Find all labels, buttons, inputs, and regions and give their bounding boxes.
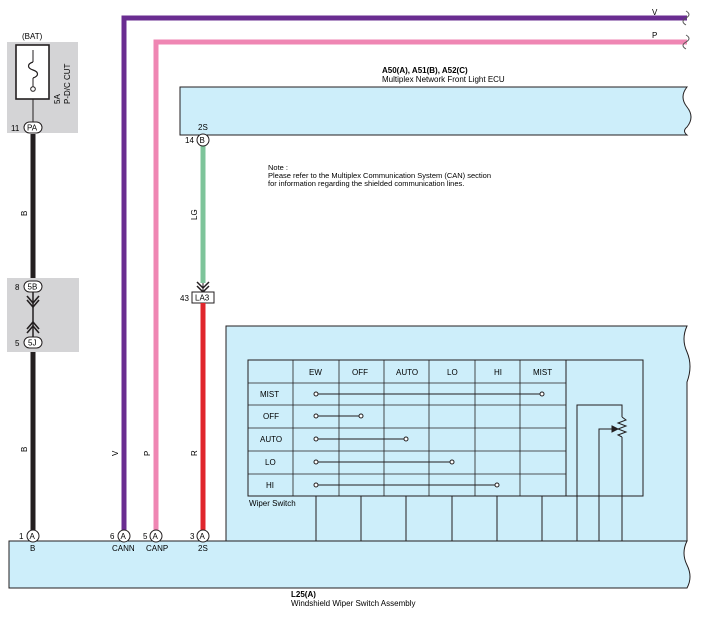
junction-5b: 5B 8 [15, 280, 43, 293]
continuity-marks [313, 391, 545, 488]
variable-resistor-icon [576, 404, 628, 500]
green-wire: LG [190, 146, 210, 294]
inline-connector-la3: LA3 43 [180, 291, 215, 304]
ecu-terminal-label: 2S [198, 123, 208, 132]
row-header-off: OFF [263, 412, 279, 421]
junction-5j: 5J 5 [15, 336, 43, 349]
pink-can-wire: P [153, 31, 690, 538]
battery-wire: B B [20, 99, 36, 536]
row-header-lo: LO [265, 458, 276, 467]
junction-connectors: 5B 8 5J 5 [7, 278, 79, 352]
front-light-ecu: A50(A), A51(B), A52(C) Multiplex Network… [179, 66, 692, 136]
switch-leads [315, 496, 623, 541]
fuse-icon [27, 61, 39, 79]
row-header-auto: AUTO [260, 435, 282, 444]
terminal-canp: A 5 CANP [143, 529, 168, 553]
fuse-connector-code: PA [27, 124, 38, 133]
col-header-off: OFF [352, 368, 368, 377]
la3-pin: 43 [180, 294, 189, 303]
junction-5b-pin: 8 [15, 283, 20, 292]
terminal-2s: A 3 2S [190, 529, 210, 553]
fuse-connector-pin: 11 [11, 124, 20, 133]
note-title: Note : [268, 163, 288, 172]
terminal-cann-connector: A [121, 532, 127, 541]
top-pink-label: P [652, 31, 657, 40]
col-header-hi: HI [494, 368, 502, 377]
fuse-supply-label: (BAT) [22, 32, 43, 41]
terminal-cann: A 6 CANN [110, 529, 135, 553]
terminal-2s-label: 2S [198, 544, 208, 553]
fuse-block: (BAT) 5A P-D/C CUT [7, 32, 78, 133]
terminal-cann-pin: 6 [110, 532, 115, 541]
terminal-canp-connector: A [153, 532, 159, 541]
assembly-name: Windshield Wiper Switch Assembly [291, 599, 415, 608]
col-header-ew: EW [309, 368, 322, 377]
terminal-b-label: B [30, 544, 35, 553]
violet-can-wire: V [121, 8, 690, 538]
col-header-auto: AUTO [396, 368, 418, 377]
wiper-switch-assembly: L25(A) Windshield Wiper Switch Assembly [8, 540, 691, 608]
red-wire: R [190, 303, 206, 538]
junction-5b-code: 5B [28, 283, 38, 292]
ecu-connector-pin: 14 [185, 136, 194, 145]
bat-wire-label-lower: B [20, 447, 29, 452]
switch-table-grid [248, 360, 566, 496]
top-violet-label: V [652, 8, 658, 17]
terminal-canp-pin: 5 [143, 532, 148, 541]
la3-name: LA3 [195, 294, 210, 303]
fuse-connector: PA 11 [11, 121, 43, 134]
red-wire-label: R [190, 450, 199, 456]
fuse-rating: 5A [53, 94, 62, 104]
ecu-connector: B 14 [185, 133, 210, 147]
bat-wire-label-upper: B [20, 211, 29, 216]
junction-5j-code: 5J [28, 339, 36, 348]
ecu-connector-code: B [200, 136, 205, 145]
terminal-b: A 1 B [19, 529, 40, 553]
terminal-b-pin: 1 [19, 532, 24, 541]
terminal-2s-connector: A [200, 532, 206, 541]
green-wire-label: LG [190, 209, 199, 220]
wiper-switch-caption: Wiper Switch [249, 499, 296, 508]
terminal-canp-label: CANP [146, 544, 168, 553]
terminal-2s-pin: 3 [190, 532, 195, 541]
col-header-mist: MIST [533, 368, 552, 377]
terminal-cann-label: CANN [112, 544, 135, 553]
row-header-hi: HI [266, 481, 274, 490]
row-header-mist: MIST [260, 390, 279, 399]
violet-wire-label: V [111, 450, 120, 456]
note: Note : Please refer to the Multiplex Com… [268, 163, 491, 188]
pink-wire-label: P [143, 451, 152, 456]
junction-5j-pin: 5 [15, 339, 20, 348]
wiper-switch-box: EW OFF AUTO LO HI MIST MIST OFF AUTO LO … [225, 325, 691, 542]
terminal-b-connector: A [30, 532, 36, 541]
note-line-1: Please refer to the Multiplex Communicat… [268, 171, 491, 180]
ecu-name: Multiplex Network Front Light ECU [382, 75, 505, 84]
note-line-2: for information regarding the shielded c… [268, 179, 464, 188]
assembly-ref: L25(A) [291, 590, 316, 599]
col-header-lo: LO [447, 368, 458, 377]
fuse-name: P-D/C CUT [63, 63, 72, 104]
ecu-ref: A50(A), A51(B), A52(C) [382, 66, 468, 75]
